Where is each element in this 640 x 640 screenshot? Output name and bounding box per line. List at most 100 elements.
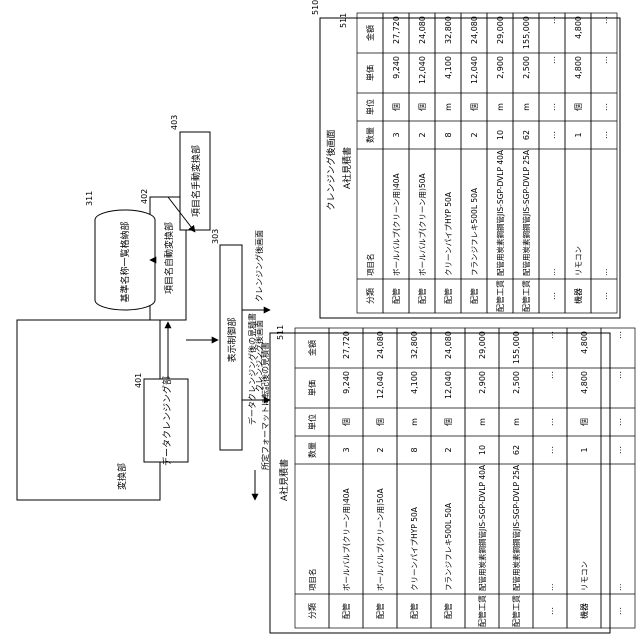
table-cell: 配管用炭素鋼鋼管JIS-SGP-DVLP 40A (477, 464, 487, 591)
table-cell: 32,800 (410, 331, 419, 359)
table-header-cell: 数量 (365, 127, 375, 143)
table-cell: 2 (376, 447, 385, 452)
table-cell: … (548, 269, 557, 277)
table-cell: … (600, 292, 609, 300)
table-cell: 27,720 (342, 331, 351, 359)
table-cell: 機器 (573, 288, 583, 304)
table-cell: 個 (579, 418, 589, 426)
table-cell: … (548, 103, 557, 111)
table-cell: … (546, 607, 555, 615)
table-cell: 12,040 (376, 371, 385, 399)
table-cell: 12,040 (444, 371, 453, 399)
table-cell: m (410, 418, 419, 426)
table-cell: … (548, 131, 557, 139)
block-402-label: 項目名自動変換部 (163, 222, 175, 294)
block-401-label: データクレンジング部 (161, 376, 173, 466)
table-cell: m (444, 103, 453, 111)
table-cell: 4,800 (580, 331, 589, 354)
table-cell: 1 (574, 132, 583, 137)
table-cell: … (546, 584, 555, 592)
table-cell: 29,000 (496, 16, 505, 44)
table-input-grid: 分類項目名数量単位単価金額配管ボールバルブ(クリーン用)40A3個9,24027… (295, 328, 635, 628)
block-403-label: 項目名手動変換部 (190, 145, 202, 217)
converter-label: 変換部 (116, 463, 128, 490)
table-cell: 2,900 (496, 56, 505, 79)
table-header-cell: 項目名 (307, 569, 317, 592)
table-cell: m (522, 103, 531, 111)
table-output-ref-510: 510 (311, 0, 320, 15)
table-cell: 配管 (375, 603, 385, 619)
table-cell: … (546, 418, 555, 426)
table-cell: 9,240 (342, 371, 351, 394)
table-cell: フランジフレキ500L 50A (444, 502, 453, 591)
table-cell: 2 (444, 447, 453, 452)
table-cell: 24,080 (470, 16, 479, 44)
screen-label-2: クレンジング後画面 (254, 230, 264, 302)
table-cell: 4,100 (410, 371, 419, 394)
table-cell: 4,800 (580, 371, 589, 394)
table-cell: … (600, 269, 609, 277)
table-cell: m (478, 418, 487, 426)
table-cell: クリーンパイプHYP 50A (444, 191, 453, 276)
table-cell: クリーンパイプHYP 50A (410, 506, 419, 591)
table-output-title: A社見積書 (341, 147, 353, 189)
table-cell: ボールバルブ(クリーン用)50A (375, 487, 385, 591)
table-cell: 3 (392, 132, 401, 137)
table-cell: 個 (341, 418, 351, 426)
table-cell: 2,500 (512, 371, 521, 394)
table-cell: … (546, 446, 555, 454)
table-cell: … (614, 584, 623, 592)
table-cell: 4,100 (444, 56, 453, 79)
table-cell: 24,080 (376, 331, 385, 359)
table-cell: m (512, 418, 521, 426)
table-cell: 個 (417, 103, 427, 111)
table-header-cell: 項目名 (365, 254, 375, 277)
table-cell: … (600, 56, 609, 64)
table-cell: … (614, 446, 623, 454)
table-cell: … (614, 371, 623, 379)
converter-304-frame (17, 320, 160, 500)
table-input-title: A社見積書 (278, 459, 290, 501)
table-cell: … (600, 131, 609, 139)
table-cell: … (614, 418, 623, 426)
table-cell: 配管 (443, 288, 453, 304)
table-cell: 27,720 (392, 16, 401, 44)
table-cell: 配管用炭素鋼鋼管JIS-SGP-DVLP 25A (511, 464, 521, 591)
table-output-grid: 分類項目名数量単位単価金額配管ボールバルブ(クリーン用)40A3個9,24027… (357, 13, 617, 313)
ref-401: 401 (134, 373, 143, 388)
table-cell: 個 (443, 418, 453, 426)
table-cell: 配管工賃 (495, 280, 505, 312)
table-cell: 12,040 (470, 56, 479, 84)
database-311-label: 基準名称一覧格納部 (119, 221, 131, 302)
table-header-cell: 金額 (365, 25, 375, 41)
table-cell: 155,000 (512, 331, 521, 364)
table-cell: … (614, 607, 623, 615)
table-cell: 配管工賃 (477, 595, 487, 627)
table-cell: 2 (418, 132, 427, 137)
table-cell: ボールバルブ(クリーン用)40A (391, 172, 401, 276)
table-cell: 配管用炭素鋼鋼管JIS-SGP-DVLP 25A (521, 149, 531, 276)
table-output-screen-label: クレンジング後画面 (325, 129, 337, 210)
table-cell: … (548, 292, 557, 300)
table-cell: … (614, 331, 623, 339)
table-cell: 62 (522, 130, 531, 140)
table-cell: 29,000 (478, 331, 487, 359)
table-cell: 配管 (341, 603, 351, 619)
table-header-cell: 金額 (307, 340, 317, 356)
table-cell: … (548, 16, 557, 24)
table-cell: 155,000 (522, 16, 531, 49)
table-cell: 機器 (579, 603, 589, 619)
table-header-cell: 分類 (307, 603, 317, 619)
table-cell: 9,240 (392, 56, 401, 79)
table-cell: 24,080 (444, 331, 453, 359)
table-cell: 個 (375, 418, 385, 426)
screen-label-1: クレンジング後画面 (254, 320, 264, 392)
table-cell: … (546, 331, 555, 339)
table-cell: 配管工賃 (511, 595, 521, 627)
table-cell: 2 (470, 132, 479, 137)
table-cell: 個 (573, 103, 583, 111)
table-cell: 配管 (443, 603, 453, 619)
table-cell: 配管 (469, 288, 479, 304)
table-header-cell: 単価 (365, 65, 375, 81)
